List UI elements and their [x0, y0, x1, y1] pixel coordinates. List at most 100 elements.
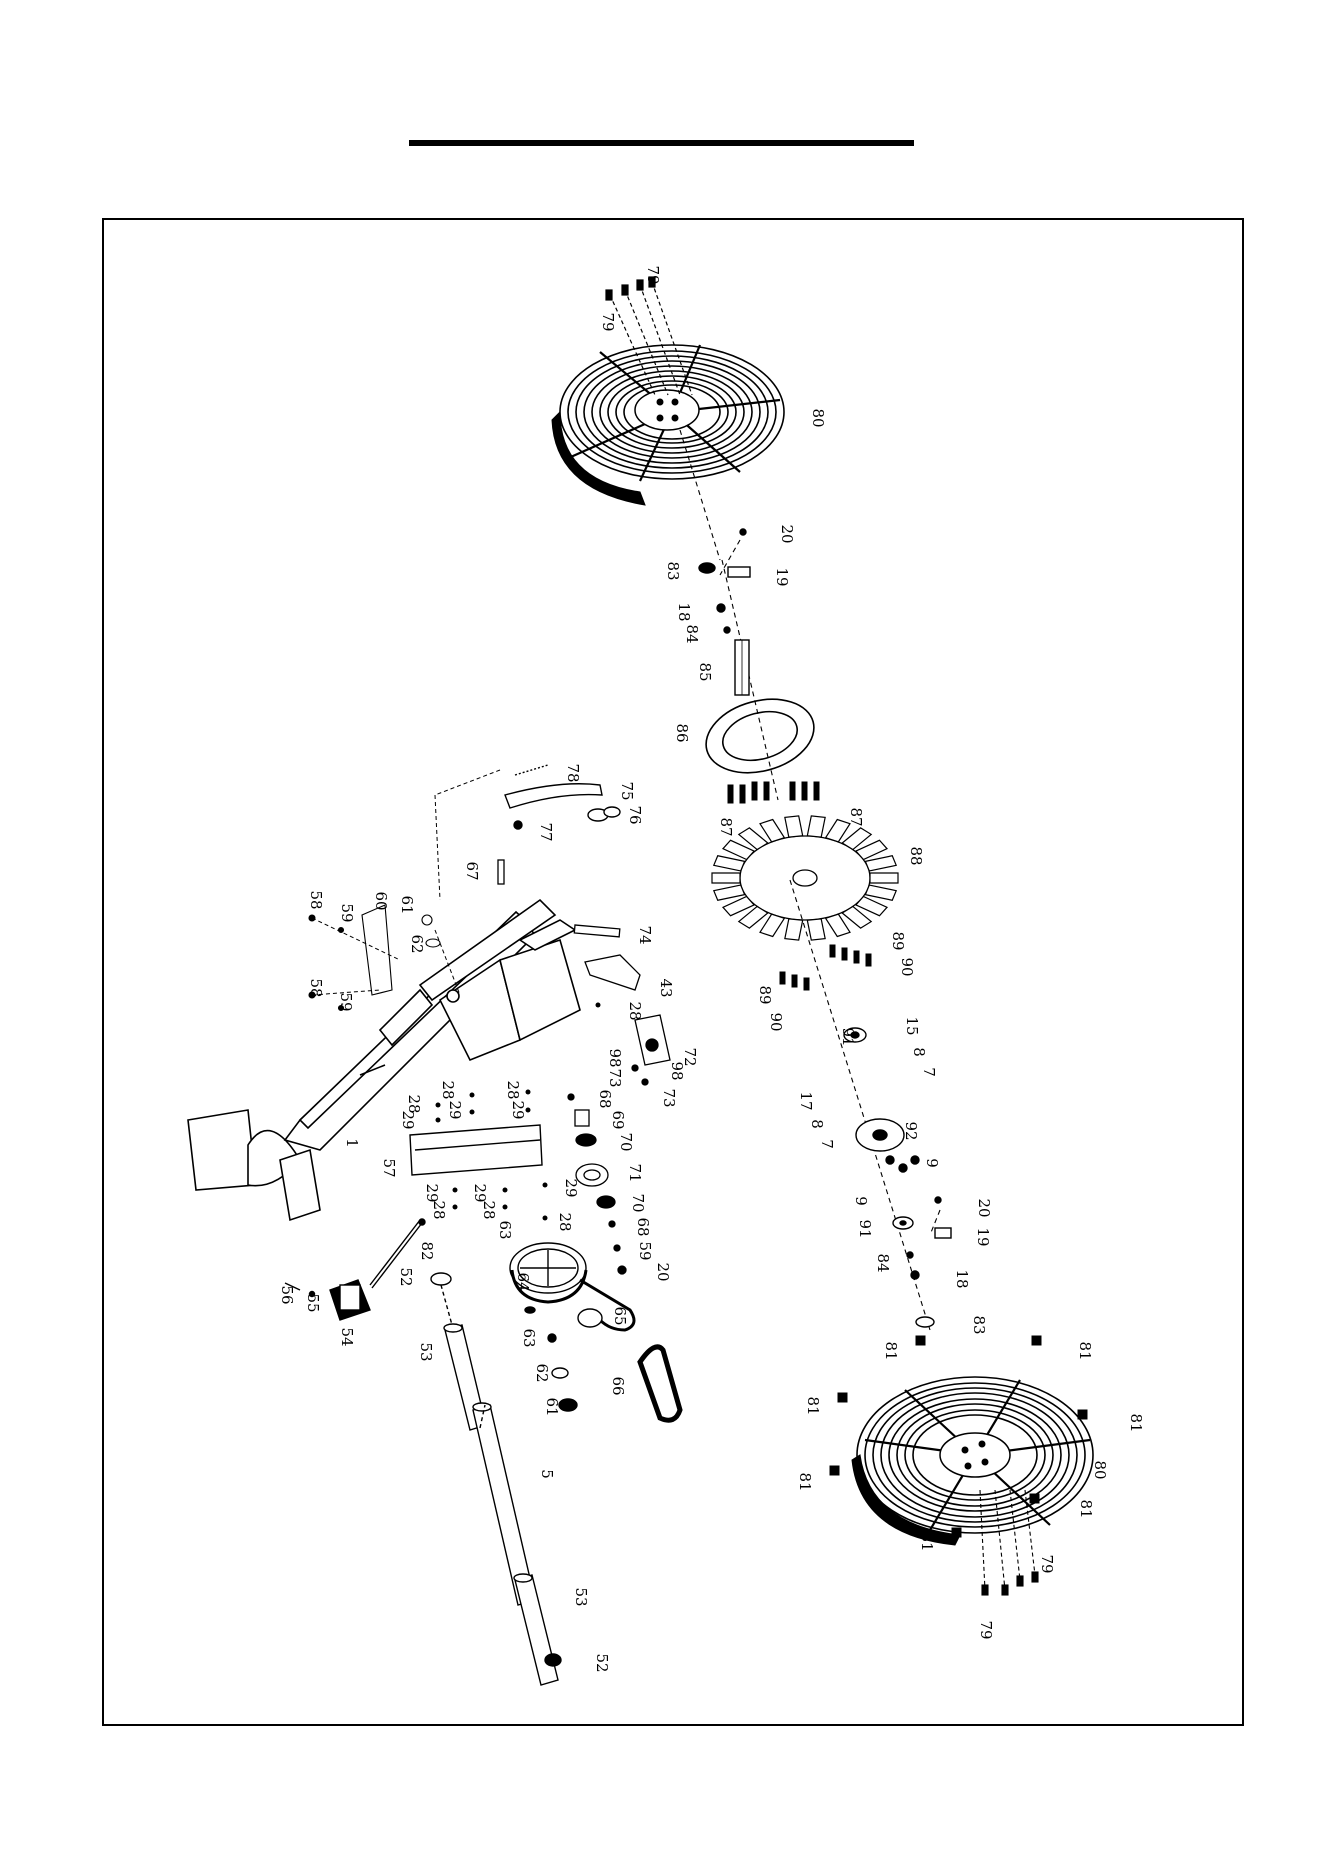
part-label-l-73b: 73: [660, 1088, 678, 1107]
bolts-89-90: [780, 945, 871, 990]
part-label-l-79a: 79: [644, 265, 662, 284]
part-label-l-20b: 20: [975, 1198, 993, 1217]
impeller-blade: [714, 856, 745, 871]
part-label-l-8b: 8: [808, 1119, 826, 1129]
part-label-l-63b: 63: [520, 1328, 538, 1347]
part-label-l-64: 64: [514, 1272, 532, 1291]
impeller-blade: [865, 856, 896, 871]
fan-cage-top: [552, 345, 784, 505]
part-label-l-59a: 59: [338, 903, 356, 922]
part-label-l-18a: 18: [675, 602, 693, 621]
fan-cage-bottom: [852, 1377, 1093, 1545]
part-label-l-81f: 81: [1077, 1499, 1095, 1518]
part-label-l-84b: 84: [874, 1253, 892, 1272]
part-label-l-87b: 87: [847, 807, 865, 826]
part-label-l-67: 67: [463, 861, 481, 880]
part-label-l-70a: 70: [617, 1132, 635, 1151]
part-label-l-60: 60: [372, 891, 390, 910]
impeller-blade: [870, 873, 898, 883]
impeller-blade: [785, 919, 803, 940]
part-label-l-81a: 81: [882, 1341, 900, 1360]
part-label-l-61a: 61: [398, 895, 416, 914]
part-label-l-81d: 81: [1127, 1413, 1145, 1432]
part-label-l-28c: 28: [504, 1080, 522, 1099]
part-label-l-81e: 81: [796, 1472, 814, 1491]
part-number-labels: 7979802083191884858687878889908990911587…: [278, 265, 1145, 1672]
part-label-l-83b: 83: [970, 1315, 988, 1334]
part-label-l-28e: 28: [430, 1200, 448, 1219]
part-label-l-53a: 53: [417, 1342, 435, 1361]
impeller-blade: [826, 914, 850, 936]
part-label-l-9a: 9: [923, 1158, 941, 1168]
part-label-l-83a: 83: [664, 561, 682, 580]
impeller-blade: [760, 820, 784, 842]
part-label-l-7b: 7: [818, 1139, 836, 1149]
part-label-l-53b: 53: [572, 1587, 590, 1606]
part-label-l-56: 56: [278, 1285, 296, 1304]
part-label-l-90a: 90: [898, 957, 916, 976]
impeller-blade: [714, 885, 745, 900]
part-label-l-70b: 70: [629, 1193, 647, 1212]
part-label-l-43: 43: [657, 978, 675, 997]
part-label-l-58a: 58: [307, 890, 325, 909]
part-label-l-74: 74: [636, 925, 654, 944]
part-label-l-80b: 80: [1091, 1460, 1109, 1479]
part-label-l-98b: 98: [668, 1061, 686, 1080]
part-label-l-17: 17: [797, 1091, 815, 1110]
part-label-l-79c: 79: [1038, 1554, 1056, 1573]
tensioner-72: [632, 1015, 670, 1085]
part-label-l-57: 57: [380, 1158, 398, 1177]
part-label-l-80a: 80: [809, 408, 827, 427]
impeller-blade: [785, 816, 803, 837]
part-label-l-71: 71: [626, 1163, 644, 1182]
part-label-l-29a: 29: [446, 1100, 464, 1119]
part-label-l-59b: 59: [337, 992, 355, 1011]
lever-assembly-75: [505, 765, 620, 829]
part-label-l-18b: 18: [953, 1269, 971, 1288]
part-label-l-20a: 20: [778, 524, 796, 543]
part-label-l-7a: 7: [920, 1067, 938, 1077]
part-label-l-69: 69: [609, 1110, 627, 1129]
part-label-l-66: 66: [609, 1376, 627, 1395]
part-label-l-15: 15: [903, 1016, 921, 1035]
bearing-plate-86: [698, 688, 822, 784]
part-label-l-90b: 90: [767, 1012, 785, 1031]
part-label-l-75: 75: [618, 781, 636, 800]
part-label-l-91b: 91: [856, 1219, 874, 1238]
part-label-l-5: 5: [538, 1469, 556, 1479]
part-label-l-98a: 98: [606, 1048, 624, 1067]
part-label-l-19b: 19: [974, 1227, 992, 1246]
part-label-l-1: 1: [343, 1138, 361, 1148]
part-label-l-76: 76: [626, 805, 644, 824]
part-label-l-81c: 81: [804, 1396, 822, 1415]
part-label-l-62b: 62: [533, 1363, 551, 1382]
part-label-l-79d: 79: [977, 1620, 995, 1639]
part-label-l-87a: 87: [717, 817, 735, 836]
part-label-l-81g: 81: [918, 1532, 936, 1551]
part-label-l-62a: 62: [408, 934, 426, 953]
part-label-l-19a: 19: [773, 567, 791, 586]
part-label-l-88: 88: [907, 846, 925, 865]
part-label-l-28a: 28: [626, 1001, 644, 1020]
part-label-l-78: 78: [564, 763, 582, 782]
part-label-l-28f: 28: [480, 1200, 498, 1219]
part-label-l-29d: 29: [562, 1178, 580, 1197]
part-label-l-58b: 58: [307, 978, 325, 997]
part-label-l-77: 77: [537, 822, 555, 841]
part-label-l-86: 86: [673, 723, 691, 742]
part-label-l-92: 92: [902, 1121, 920, 1140]
part-label-l-91a: 91: [839, 1027, 857, 1046]
part-label-l-79b: 79: [599, 312, 617, 331]
part-label-l-85: 85: [696, 662, 714, 681]
impeller-blade: [865, 885, 896, 900]
impeller-blades: [712, 816, 898, 940]
impeller-blade: [807, 919, 825, 940]
bracket-57: [410, 1125, 542, 1175]
part-label-l-68b: 68: [634, 1217, 652, 1236]
part-label-l-52a: 52: [397, 1267, 415, 1286]
part-label-l-59c: 59: [636, 1241, 654, 1260]
impeller-blade: [712, 873, 740, 883]
impeller-blade: [807, 816, 825, 837]
part-label-l-89b: 89: [756, 985, 774, 1004]
